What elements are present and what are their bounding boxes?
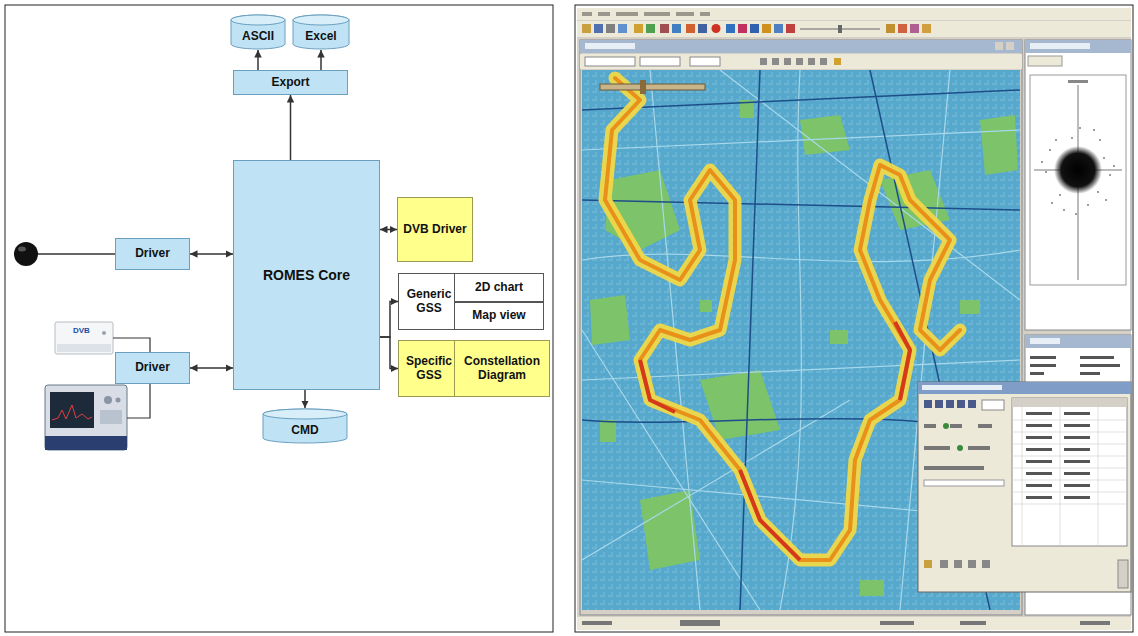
storage-cylinder: CMD	[262, 408, 348, 444]
antenna-icon	[14, 242, 115, 266]
driver-box: Driver	[115, 238, 190, 270]
node-text: 2D chart	[473, 281, 525, 295]
node-text: CMD	[289, 424, 320, 438]
connector-arrow	[304, 390, 306, 408]
process-box: Export	[233, 70, 348, 95]
gss-box: Generic GSS	[398, 273, 460, 330]
driver-box: DVB Driver	[397, 197, 473, 262]
node-text: Excel	[303, 30, 338, 44]
view-box: 2D chart	[454, 273, 544, 302]
driver-box: Driver	[115, 352, 190, 384]
node-text: Specific GSS	[399, 355, 459, 383]
node-text: Generic GSS	[399, 288, 459, 316]
software-screenshot	[575, 5, 1133, 632]
node-text: ASCII	[240, 30, 276, 44]
cable	[113, 338, 150, 352]
gss-box: Specific GSS	[398, 340, 460, 397]
panel-frame	[5, 5, 553, 632]
analyzer-device	[45, 385, 127, 450]
connector-arrow	[320, 50, 322, 70]
core-box: ROMES Core	[233, 160, 380, 390]
device-logo: DVB	[73, 326, 90, 335]
node-text: DVB Driver	[401, 223, 468, 237]
connector-arrow	[290, 95, 292, 160]
connector-arrow	[190, 253, 233, 255]
connector-arrow	[380, 337, 398, 368]
dvb-receiver-device	[55, 322, 113, 354]
view-box: Constellation Diagram	[454, 340, 550, 397]
connector-arrow	[380, 229, 397, 231]
node-text: ROMES Core	[261, 267, 352, 283]
cable	[127, 384, 150, 418]
node-text: Export	[269, 76, 311, 90]
node-text: Map view	[470, 309, 527, 323]
storage-cylinder: Excel	[292, 14, 350, 50]
node-text: Driver	[133, 361, 172, 375]
node-text: Driver	[133, 247, 172, 261]
node-text: Constellation Diagram	[455, 355, 549, 383]
view-box: Map view	[454, 302, 544, 330]
storage-cylinder: ASCII	[230, 14, 286, 50]
connector-arrow	[190, 367, 233, 369]
connector-arrow	[257, 50, 259, 70]
connector-arrow	[380, 302, 398, 338]
